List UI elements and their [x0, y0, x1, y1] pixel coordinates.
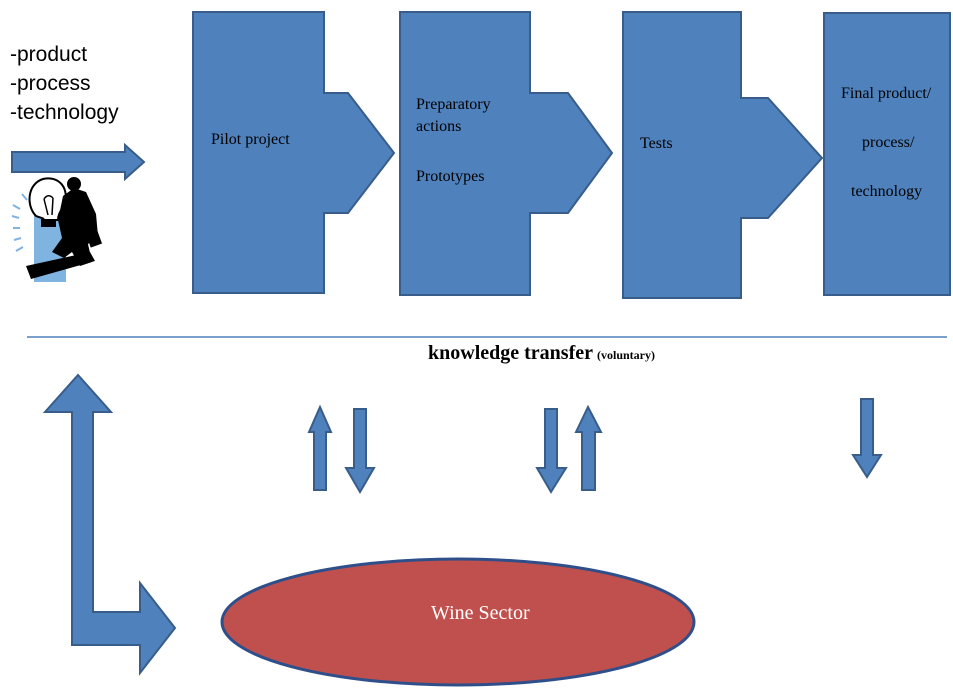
up-arrow-1 [307, 404, 333, 491]
input-item-technology: -technology [10, 101, 119, 124]
stage-label-actions: actions [416, 118, 462, 135]
idea-person-icon [11, 177, 103, 282]
stage-label-final-technology: technology [851, 183, 923, 200]
knowledge-transfer-text: knowledge transfer [428, 342, 593, 364]
input-list: -product -process -technology [10, 40, 119, 127]
input-arrow [11, 142, 146, 182]
stage-label-tests: Tests [640, 135, 673, 152]
input-item-product: -product [10, 43, 88, 66]
down-arrow-1 [344, 408, 376, 494]
wine-sector-label: Wine Sector [431, 602, 530, 624]
down-arrow-3 [851, 398, 883, 479]
up-arrow-2 [574, 404, 603, 491]
stage-label-final-process: process/ [862, 134, 915, 151]
stage-block-final [823, 12, 951, 296]
wine-sector-ellipse [220, 557, 696, 687]
down-arrow-2 [535, 408, 568, 494]
stage-block-tests [622, 11, 824, 299]
knowledge-transfer-qualifier: (voluntary) [596, 348, 655, 362]
input-item-process: -process [10, 72, 91, 95]
stage-label-preparatory: Preparatory [416, 96, 491, 113]
stage-block-pilot-project [192, 11, 396, 294]
stage-label-pilot-project: Pilot project [211, 131, 290, 148]
knowledge-transfer-label: knowledge transfer(voluntary) [428, 342, 655, 365]
stage-block-preparatory [399, 11, 614, 296]
l-double-arrow [42, 373, 177, 676]
stage-label-final-product: Final product/ [841, 85, 932, 102]
stage-label-prototypes: Prototypes [416, 168, 485, 185]
